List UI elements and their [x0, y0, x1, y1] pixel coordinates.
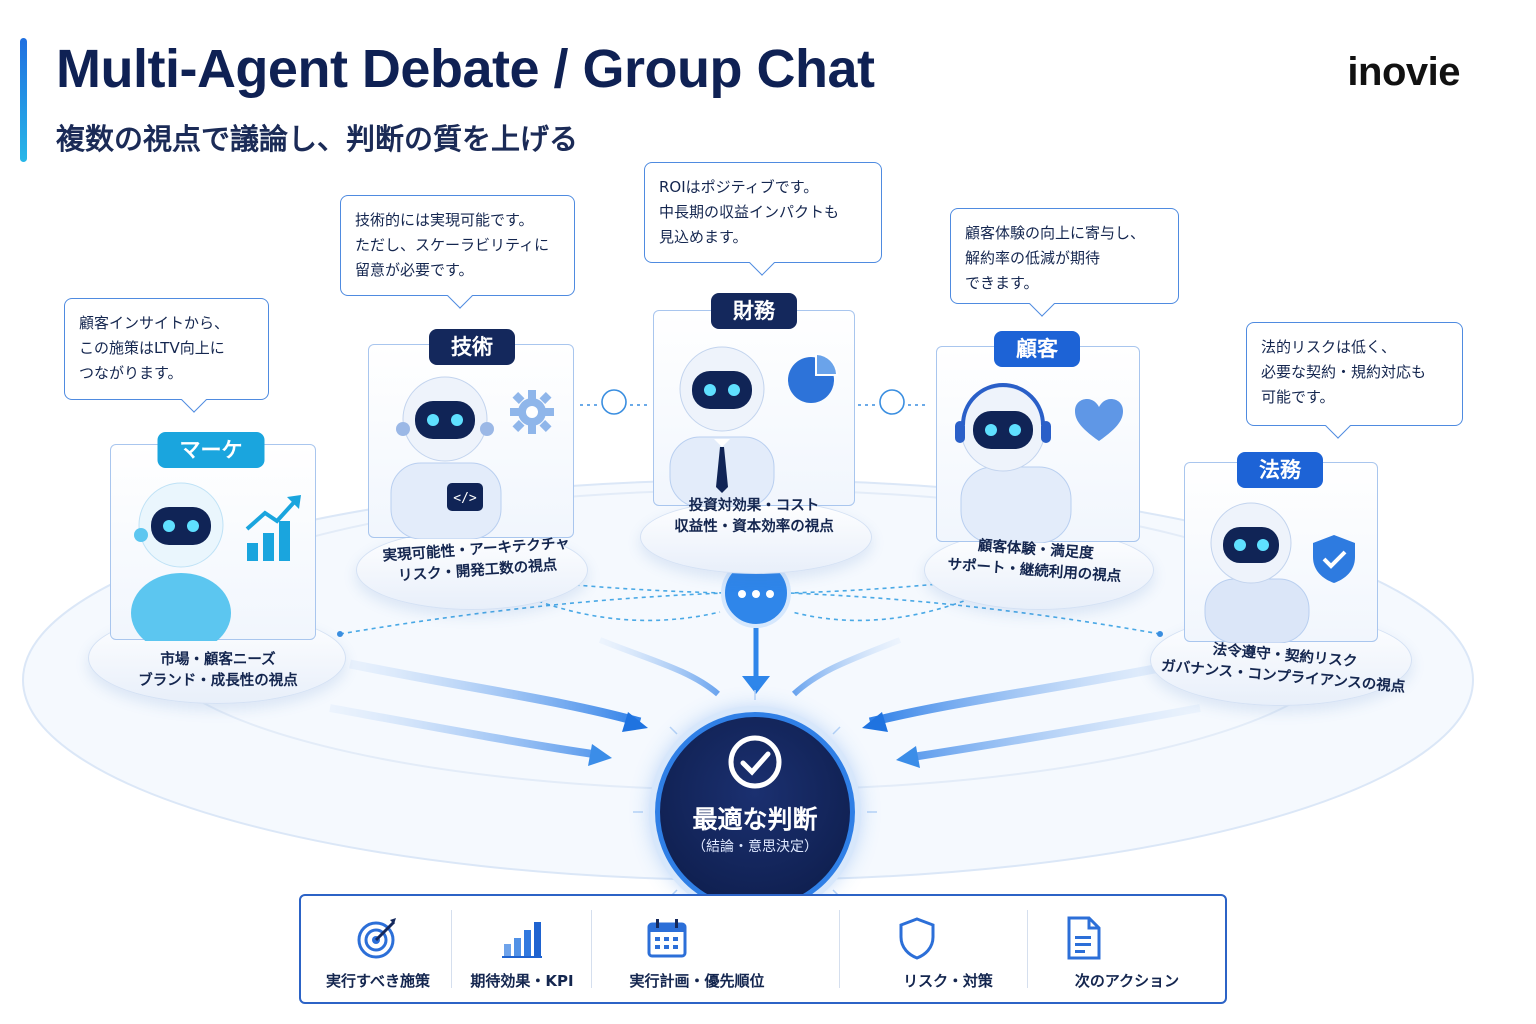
comment-bubble-legal: 法的リスクは低く、 必要な契約・規約対応も 可能です。: [1246, 322, 1463, 439]
shield-check-icon: [1313, 535, 1355, 583]
agent-badge-marketing: マーケ: [157, 432, 265, 468]
page-subtitle: 複数の視点で議論し、判断の質を上げる: [56, 122, 579, 156]
agent-badge-tech: 技術: [429, 329, 515, 365]
outcome-label: 期待効果・KPI: [470, 972, 574, 990]
robot-marketing: [131, 482, 231, 653]
decision-title: 最適な判断: [692, 805, 818, 834]
agent-badge-finance: 財務: [711, 293, 797, 329]
check-circle-icon: [728, 735, 782, 789]
outcome-item-risk: リスク・対策: [841, 896, 1027, 1002]
growth-chart-icon: [245, 495, 301, 561]
brand-logo: inovie: [1347, 50, 1460, 94]
agent-badge-legal: 法務: [1237, 452, 1323, 488]
outcome-item-kpi: 期待効果・KPI: [453, 896, 591, 1002]
gear-icon: [510, 390, 554, 434]
robot-tech: </>: [390, 376, 502, 540]
svg-text:</>: </>: [453, 491, 477, 506]
agent-card-finance[interactable]: [653, 310, 855, 508]
agent-perspective-finance: 投資対効果・コスト 収益性・資本効率の視点: [674, 498, 834, 535]
outcome-item-actions: 実行すべき施策: [307, 896, 449, 1002]
bar-chart-icon: [502, 922, 542, 958]
outcomes-panel: 実行すべき施策 期待効果・KPI 実行計画・優先順位 リスク・対策: [299, 894, 1227, 1004]
page-title: Multi-Agent Debate / Group Chat: [56, 39, 875, 99]
outcome-divider: [839, 910, 840, 988]
comment-bubble-tech: 技術的には実現可能です。 ただし、スケーラビリティに 留意が必要です。: [340, 195, 575, 309]
target-icon: [357, 918, 396, 959]
comment-bubble-finance: ROIはポジティブです。 中長期の収益インパクトも 見込めます。: [644, 162, 882, 276]
header-accent-bar: [20, 38, 27, 162]
robot-finance: [669, 346, 775, 508]
outcome-label: 実行計画・優先順位: [629, 972, 765, 990]
decision-circle: [655, 712, 855, 912]
outcome-label: 次のアクション: [1074, 972, 1180, 990]
outcome-label: 実行すべき施策: [326, 972, 430, 990]
document-icon: [1067, 916, 1101, 960]
outcome-item-plan: 実行計画・優先順位: [593, 896, 841, 1002]
calendar-icon: [647, 919, 687, 958]
outcome-label: リスク・対策: [903, 972, 993, 990]
heart-icon: [1075, 399, 1123, 441]
agent-badge-customer: 顧客: [994, 331, 1080, 367]
outcome-divider: [591, 910, 592, 988]
shield-icon: [899, 917, 935, 960]
robot-legal: [1204, 502, 1310, 644]
pedestal-customer: [924, 530, 1154, 610]
outcome-item-next: 次のアクション: [1029, 896, 1225, 1002]
agent-perspective-marketing: 市場・顧客ニーズ ブランド・成長性の視点: [138, 652, 298, 689]
agent-card-marketing[interactable]: [110, 444, 316, 653]
outcome-divider: [1027, 910, 1028, 988]
robot-customer: [955, 383, 1072, 544]
agent-card-legal[interactable]: [1184, 462, 1378, 644]
outcome-divider: [451, 910, 452, 988]
comment-bubble-marketing: 顧客インサイトから、 この施策はLTV向上に つながります。: [64, 298, 269, 413]
pedestal-tech: [356, 530, 588, 610]
decision-subtitle: （結論・意思決定）: [692, 839, 818, 855]
agent-card-customer[interactable]: [936, 346, 1140, 544]
pie-chart-icon: [788, 353, 838, 403]
agent-card-tech[interactable]: </>: [368, 344, 574, 540]
comment-bubble-customer: 顧客体験の向上に寄与し、 解約率の低減が期待 できます。: [950, 208, 1179, 317]
